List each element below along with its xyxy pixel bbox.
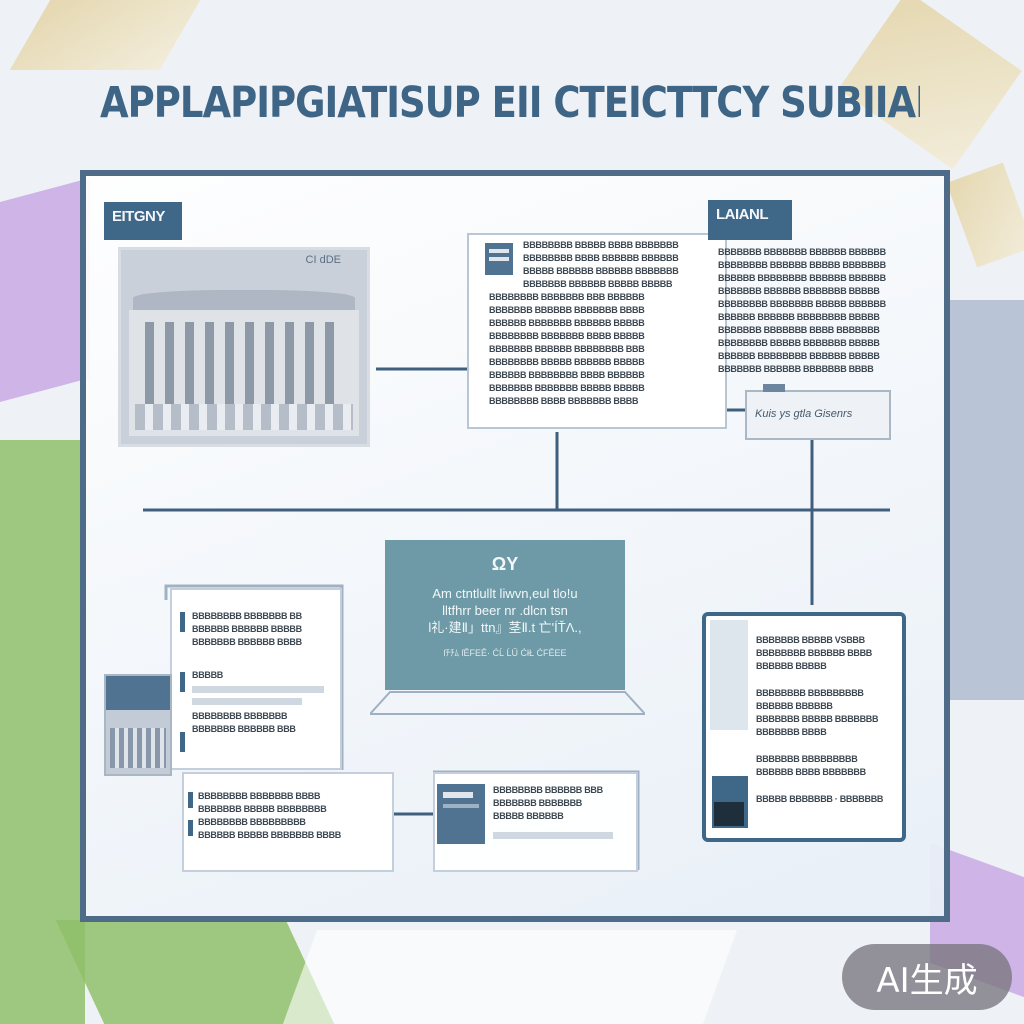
text-line: BBBBBB BBBBBB BBBBBBBB BBBBB: [718, 311, 918, 324]
text-line: BBBBBBBB BBBBBBB BBBB: [198, 790, 388, 803]
text-line: BBBBBBB BBBBBB BBBBBBBB BBB: [489, 343, 725, 356]
text-line: BBBBBBB BBBBB BBBBBBBB: [198, 803, 388, 816]
text-line: BBBBBBB BBBBBBB BBBBBB BBBBBB: [718, 246, 918, 259]
building-roof: [133, 290, 355, 310]
text-line: BBBBB BBBBBBB · BBBBBBB: [756, 793, 904, 806]
text-line: BBBBBBBB BBBBB BBBB BBBBBBB: [489, 239, 725, 252]
document-card: BBBBBBBB BBBBB BBBB BBBBBBB BBBBBBBB BBB…: [467, 233, 727, 429]
text-line: BBBBBBBB BBBB BBBBBB BBBBBB: [489, 252, 725, 265]
device-side-panel: [710, 620, 748, 730]
text-line: BBBBBBB BBBBBB BBBBBBB BBBB: [489, 304, 725, 317]
note-tab: [763, 384, 785, 392]
text-line: BBBBBBB BBBBBB BBBB: [192, 636, 340, 649]
text-line: BBBBBB BBBBBBBB BBBB BBBBBB: [489, 369, 725, 382]
text-line: BBBBBBB BBBBBB BBBBB BBBBB: [489, 278, 725, 291]
note-card: Kuis ys gtla Gisenrs: [745, 390, 891, 440]
lilac-shard: [0, 178, 90, 402]
text-line: BBBBBBBB BBBBBBB: [192, 710, 340, 723]
text-line: BBBBBBB BBBB: [756, 726, 904, 739]
placeholder-bar: [192, 686, 324, 693]
central-node-title: ΩY: [385, 554, 625, 575]
text-line: BBBBBBBB BBBBBB BBB: [493, 784, 633, 797]
photo-band: [106, 676, 170, 710]
card-marker: [180, 672, 185, 692]
tag-right: LAIANL: [708, 200, 792, 240]
device-chip: [714, 802, 744, 826]
text-line: BBBBBBBB BBBBBBB BB: [192, 610, 340, 623]
mini-building-photo: [104, 674, 172, 776]
ai-generated-badge: AI生成: [842, 944, 1012, 1010]
card-marker: [188, 820, 193, 836]
card-marker: [180, 612, 185, 632]
gold-shard: [946, 162, 1024, 267]
text-line: BBBBBB BBBBBBB BBBBBB BBBBB: [489, 317, 725, 330]
central-node-caption: ſﾁﾁﾑ ſĒFEĒ· ĆĹ ĹŰ ĆłŁ ĆFĒEE: [385, 646, 625, 659]
text-line: BBBBBB BBBBBB: [756, 700, 904, 713]
text-line: BBBBBBBB BBBBBB BBBBB BBBBBBB: [718, 259, 918, 272]
gold-shard: [10, 0, 200, 70]
card-marker: [180, 732, 185, 752]
photo-corner-label: CI dDE: [306, 254, 341, 266]
device-text: BBBBBBB BBBBB VSBBB BBBBBBBB BBBBBB BBBB…: [756, 634, 904, 806]
text-line: BBBBBB BBBBB: [756, 660, 904, 673]
folder-icon: [437, 784, 485, 844]
central-node-line: Am ctntlullt liwvn,eul tlo!u: [385, 585, 625, 602]
placeholder-bar: [493, 832, 613, 839]
info-card-text: BBBBBBBB BBBBBBB BB BBBBBB BBBBBB BBBBB …: [192, 610, 340, 736]
device-panel: BBBBBBB BBBBB VSBBB BBBBBBBB BBBBBB BBBB…: [702, 612, 906, 842]
building-photo: CI dDE: [118, 247, 370, 447]
text-line: BBBBBB BBBB BBBBBBB: [756, 766, 904, 779]
text-line: BBBBBBB BBBBB BBBBBBB: [756, 713, 904, 726]
text-line: BBBBBBBB BBBBBBB BBB BBBBBB: [489, 291, 725, 304]
text-line: BBBBB: [192, 669, 340, 682]
central-node-stand: [370, 690, 645, 716]
text-line: BBBBBBB BBBBBBB: [493, 797, 633, 810]
central-node: ΩY Am ctntlullt liwvn,eul tlo!u lltfhrr …: [385, 540, 625, 690]
info-card-bottom-middle: BBBBBBBB BBBBBB BBB BBBBBBB BBBBBBB BBBB…: [433, 772, 638, 872]
text-line: BBBBBBBB BBBB BBBBBBB BBBB: [489, 395, 725, 408]
text-line: BBBBBBBB BBBBB BBBBBBB BBBBB: [718, 337, 918, 350]
text-line: BBBBBBBB BBBBBBB BBBB BBBBB: [489, 330, 725, 343]
text-line: BBBBBBB BBBBBBBBB: [756, 753, 904, 766]
right-text-block: BBBBBBB BBBBBBB BBBBBB BBBBBB BBBBBBBB B…: [718, 246, 918, 376]
text-line: BBBBBBB BBBBB VSBBB: [756, 634, 904, 647]
text-line: BBBBBB BBBBBB BBBBB: [192, 623, 340, 636]
text-line: BBBBBBB BBBBBB BBBBBBB BBBBB: [718, 285, 918, 298]
tag-left: EITGNY: [104, 202, 182, 240]
text-line: BBBBBBBB BBBBBBB BBBBB BBBBBB: [718, 298, 918, 311]
text-line: BBBBBBB BBBBBBB BBBBB BBBBB: [489, 382, 725, 395]
central-node-line: l礼·建Ⅱ」ttn』茎Ⅱ.t 亡'ÍŤΛ.,: [385, 619, 625, 636]
photo-facade: [110, 728, 166, 768]
headline: APPLAPIPGIATISUP EII CTEICTTCY SUBIIALY: [100, 78, 920, 133]
card-marker: [188, 792, 193, 808]
text-line: BBBBB BBBBBB: [493, 810, 633, 823]
text-line: BBBBBBBB BBBBB BBBBBB BBBBB: [489, 356, 725, 369]
text-line: BBBBBBB BBBBBBB BBBB BBBBBBB: [718, 324, 918, 337]
text-line: BBBBBBBB BBBBBB BBBB: [756, 647, 904, 660]
text-line: BBBBBB BBBBBBBB BBBBBB BBBBBB: [718, 272, 918, 285]
central-node-line: lltfhrr beer nr .dlcn tsn: [385, 602, 625, 619]
placeholder-bar: [192, 698, 302, 705]
info-card-text: BBBBBBBB BBBBBB BBB BBBBBBB BBBBBBB BBBB…: [493, 784, 633, 823]
text-line: BBBBB BBBBBB BBBBBB BBBBBBB: [489, 265, 725, 278]
info-card-bottom-left: BBBBBBBB BBBBBBB BBBB BBBBBBB BBBBB BBBB…: [182, 772, 394, 872]
text-line: BBBBBBB BBBBBB BBBBBBB BBBB: [718, 363, 918, 376]
document-text: BBBBBBBB BBBBB BBBB BBBBBBB BBBBBBBB BBB…: [489, 239, 725, 408]
text-line: BBBBBBB BBBBBB BBB: [192, 723, 340, 736]
info-card-left: BBBBBBBB BBBBBBB BB BBBBBB BBBBBB BBBBB …: [170, 588, 342, 770]
white-shard: [283, 930, 737, 1024]
text-line: BBBBBB BBBBBBBB BBBBBB BBBBB: [718, 350, 918, 363]
slate-shard: [950, 300, 1024, 700]
text-line: BBBBBBBB BBBBBBBBB: [756, 687, 904, 700]
info-card-text: BBBBBBBB BBBBBBB BBBB BBBBBBB BBBBB BBBB…: [198, 790, 388, 842]
note-text: Kuis ys gtla Gisenrs: [755, 408, 852, 420]
text-line: BBBBBBBB BBBBBBBBB: [198, 816, 388, 829]
building-base: [135, 404, 353, 430]
text-line: BBBBBB BBBBB BBBBBBB BBBB: [198, 829, 388, 842]
